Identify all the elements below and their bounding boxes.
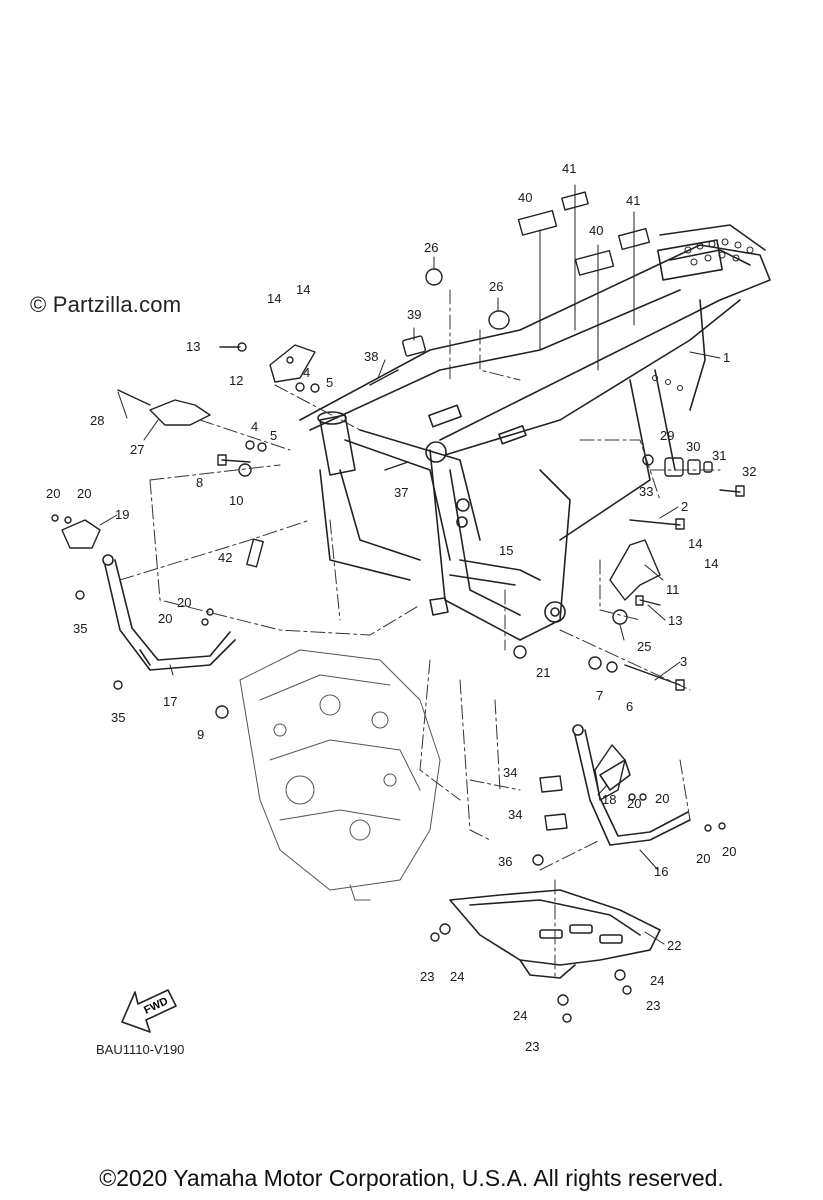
callout: 11 bbox=[666, 582, 680, 597]
callout: 7 bbox=[596, 688, 603, 703]
callout: 40 bbox=[518, 190, 532, 205]
callout: 4 bbox=[251, 419, 258, 434]
callout: 35 bbox=[111, 710, 125, 725]
callout: 5 bbox=[270, 428, 277, 443]
callout: 20 bbox=[46, 486, 60, 501]
callout: 39 bbox=[407, 307, 421, 322]
callout: 8 bbox=[196, 475, 203, 490]
engine-ghost-drawing bbox=[239, 649, 441, 901]
callout: 14 bbox=[267, 291, 281, 306]
callout: 20 bbox=[77, 486, 91, 501]
callout: 20 bbox=[655, 791, 669, 806]
callout: 23 bbox=[420, 969, 434, 984]
assembly-lines bbox=[119, 289, 721, 981]
callout: 19 bbox=[115, 507, 129, 522]
callout: 41 bbox=[562, 161, 576, 176]
callout: 27 bbox=[130, 442, 144, 457]
callout: 34 bbox=[503, 765, 517, 780]
callout: 24 bbox=[650, 973, 664, 988]
callout: 3 bbox=[680, 654, 687, 669]
callout: 1 bbox=[723, 350, 730, 365]
callout: 23 bbox=[525, 1039, 539, 1054]
callout: 32 bbox=[742, 464, 756, 479]
callout: 4 bbox=[303, 365, 310, 380]
callout: 20 bbox=[627, 796, 641, 811]
callout: 14 bbox=[296, 282, 310, 297]
callout: 28 bbox=[90, 413, 104, 428]
callout: 38 bbox=[364, 349, 378, 364]
callout: 6 bbox=[626, 699, 633, 714]
callout: 16 bbox=[654, 864, 668, 879]
callout: 20 bbox=[696, 851, 710, 866]
main-frame-drawing bbox=[299, 224, 771, 641]
callout: 13 bbox=[186, 339, 200, 354]
callout: 20 bbox=[177, 595, 191, 610]
callout: 12 bbox=[229, 373, 243, 388]
fwd-label: FWD bbox=[142, 995, 170, 1016]
fwd-arrow bbox=[121, 989, 177, 1033]
callout: 37 bbox=[394, 485, 408, 500]
skid-plate-drawing bbox=[449, 889, 661, 979]
leader-lines bbox=[99, 184, 721, 945]
engine-guard-right-drawing bbox=[572, 724, 691, 846]
callout: 34 bbox=[508, 807, 522, 822]
callout: 14 bbox=[688, 536, 702, 551]
callout: 5 bbox=[326, 375, 333, 390]
callout: 41 bbox=[626, 193, 640, 208]
callout: 33 bbox=[639, 484, 653, 499]
callout: 40 bbox=[589, 223, 603, 238]
callout: 21 bbox=[536, 665, 550, 680]
callout: 26 bbox=[424, 240, 438, 255]
callout: 18 bbox=[602, 792, 616, 807]
engine-guard-front-drawing bbox=[102, 554, 236, 671]
callout: 9 bbox=[197, 727, 204, 742]
small-parts-drawing bbox=[51, 191, 745, 1023]
callout: 30 bbox=[686, 439, 700, 454]
callout: 42 bbox=[218, 550, 232, 565]
callout: 10 bbox=[229, 493, 243, 508]
callout: 35 bbox=[73, 621, 87, 636]
callout: 24 bbox=[513, 1008, 527, 1023]
watermark-text: © Partzilla.com bbox=[30, 292, 182, 317]
callout: 23 bbox=[646, 998, 660, 1013]
callout-numbers: 1 2 3 4 4 5 5 6 7 8 9 10 11 12 13 13 14 … bbox=[46, 161, 756, 1054]
callout: 20 bbox=[722, 844, 736, 859]
copyright-text: ©2020 Yamaha Motor Corporation, U.S.A. A… bbox=[99, 1165, 724, 1191]
callout: 14 bbox=[704, 556, 718, 571]
callout: 13 bbox=[668, 613, 682, 628]
callout: 17 bbox=[163, 694, 177, 709]
callout: 22 bbox=[667, 938, 681, 953]
callout: 26 bbox=[489, 279, 503, 294]
callout: 36 bbox=[498, 854, 512, 869]
callout: 25 bbox=[637, 639, 651, 654]
callout: 31 bbox=[712, 448, 726, 463]
diagram-code: BAU1110-V190 bbox=[96, 1042, 185, 1057]
callout: 15 bbox=[499, 543, 513, 558]
callout: 29 bbox=[660, 428, 674, 443]
callout: 24 bbox=[450, 969, 464, 984]
callout: 2 bbox=[681, 499, 688, 514]
callout: 20 bbox=[158, 611, 172, 626]
